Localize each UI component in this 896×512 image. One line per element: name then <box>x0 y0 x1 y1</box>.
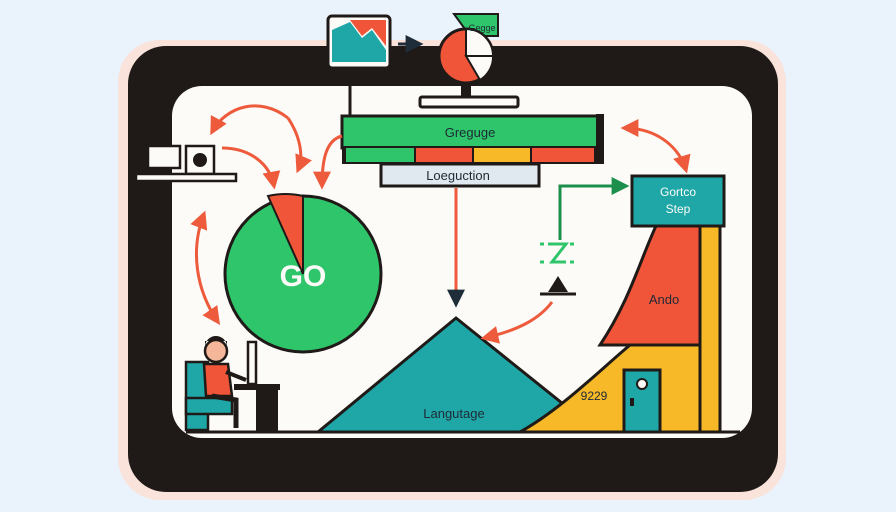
side-box-label-line1: Gortco <box>660 185 696 199</box>
person-at-desk-icon <box>184 335 280 432</box>
language-mountain <box>313 316 603 434</box>
orange-area-label: Ando <box>649 292 679 307</box>
mountain-label: Langutage <box>423 406 484 421</box>
monitor-icon <box>326 14 392 80</box>
lower-bar-label: Loeguction <box>426 168 490 183</box>
top-bar <box>340 114 604 164</box>
stacked-area-chart <box>519 224 722 434</box>
go-label: GO <box>280 260 327 293</box>
yellow-area-label: 9229 <box>581 389 608 403</box>
top-bar-label: Greguge <box>445 125 496 140</box>
side-step-box <box>630 174 726 228</box>
hourglass-icon <box>540 242 576 296</box>
pie-tag-label: Gegge <box>468 23 495 33</box>
door-icon <box>622 368 662 434</box>
flow-arrows <box>190 80 691 344</box>
go-pie-chart <box>223 193 383 354</box>
lower-bar <box>379 162 541 188</box>
desk-speaker-icon <box>134 144 238 189</box>
side-box-label-line2: Step <box>666 202 691 216</box>
pie-chart-icon <box>418 13 520 109</box>
